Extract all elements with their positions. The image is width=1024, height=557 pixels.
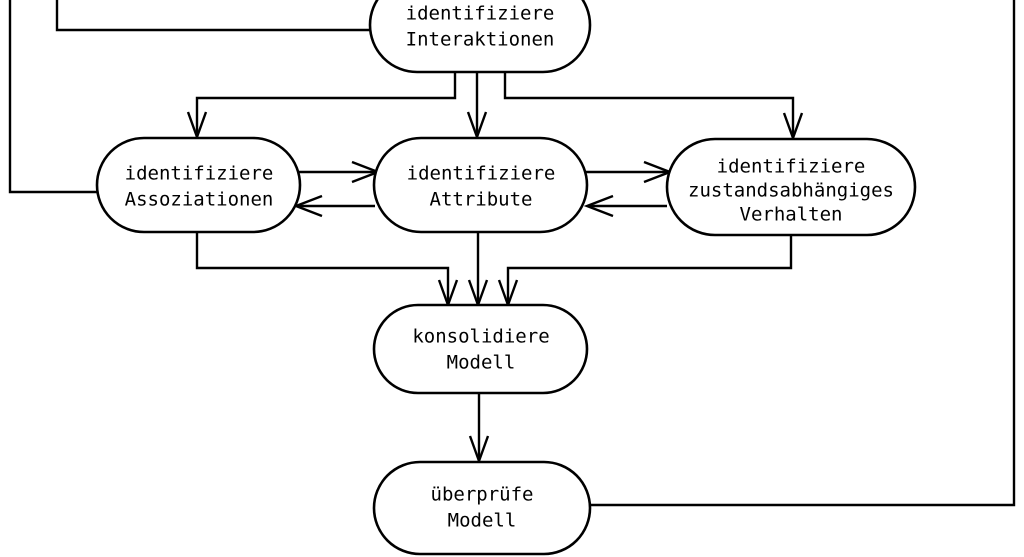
node-shape-identifiziere-attribute bbox=[372, 136, 589, 234]
node-shape-identifiziere-zustandsabhaengiges-verhalten bbox=[665, 137, 917, 237]
edge-assoziationen-to-konsolidiere bbox=[195, 233, 450, 303]
node-label-identifiziere-assoziationen-line2: Assoziationen bbox=[125, 189, 274, 211]
node-konsolidiere-modell[interactable]: konsolidiere Modell bbox=[372, 303, 589, 395]
arrowhead-verhalten-to-attribute bbox=[583, 194, 614, 218]
node-identifiziere-attribute[interactable]: identifiziere Attribute bbox=[372, 136, 589, 234]
node-identifiziere-assoziationen[interactable]: identifiziere Assoziationen bbox=[95, 136, 302, 234]
node-label-identifiziere-attribute-line1: identifiziere bbox=[407, 163, 556, 185]
node-layer: identifiziere Interaktionen identifizier… bbox=[95, 0, 917, 556]
edge-interaktionen-to-verhalten bbox=[503, 72, 795, 137]
edge-offscreen-left-to-interaktionen bbox=[55, 0, 372, 32]
node-identifiziere-zustandsabhaengiges-verhalten[interactable]: identifiziere zustandsabhängiges Verhalt… bbox=[665, 137, 917, 237]
node-shape-konsolidiere-modell bbox=[372, 303, 589, 395]
node-shape-identifiziere-assoziationen bbox=[95, 136, 302, 234]
node-label-ueberpruefe-modell-line1: überprüfe bbox=[431, 484, 534, 506]
node-label-identifiziere-interaktionen-line2: Interaktionen bbox=[406, 29, 555, 51]
node-shape-ueberpruefe-modell bbox=[372, 460, 592, 556]
edge-layer bbox=[8, 0, 1016, 507]
edge-ueberpruefe-feedback-right bbox=[590, 0, 1016, 507]
edge-offscreen-left-to-assoziationen bbox=[8, 0, 98, 194]
edge-verhalten-to-konsolidiere bbox=[506, 236, 793, 303]
node-label-verhalten-line1: identifiziere bbox=[717, 156, 866, 178]
node-ueberpruefe-modell[interactable]: überprüfe Modell bbox=[372, 460, 592, 556]
node-label-ueberpruefe-modell-line2: Modell bbox=[448, 510, 517, 532]
node-label-identifiziere-interaktionen-line1: identifiziere bbox=[406, 3, 555, 25]
node-identifiziere-interaktionen[interactable]: identifiziere Interaktionen bbox=[368, 0, 592, 74]
node-label-konsolidiere-modell-line1: konsolidiere bbox=[412, 326, 549, 348]
node-label-identifiziere-attribute-line2: Attribute bbox=[430, 189, 533, 211]
node-label-konsolidiere-modell-line2: Modell bbox=[447, 352, 516, 374]
edge-interaktionen-to-assoziationen bbox=[195, 72, 457, 136]
node-label-identifiziere-assoziationen-line1: identifiziere bbox=[125, 163, 274, 185]
node-label-verhalten-line3: Verhalten bbox=[740, 204, 843, 226]
node-shape-identifiziere-interaktionen bbox=[368, 0, 592, 74]
node-label-verhalten-line2: zustandsabhängiges bbox=[688, 180, 894, 202]
